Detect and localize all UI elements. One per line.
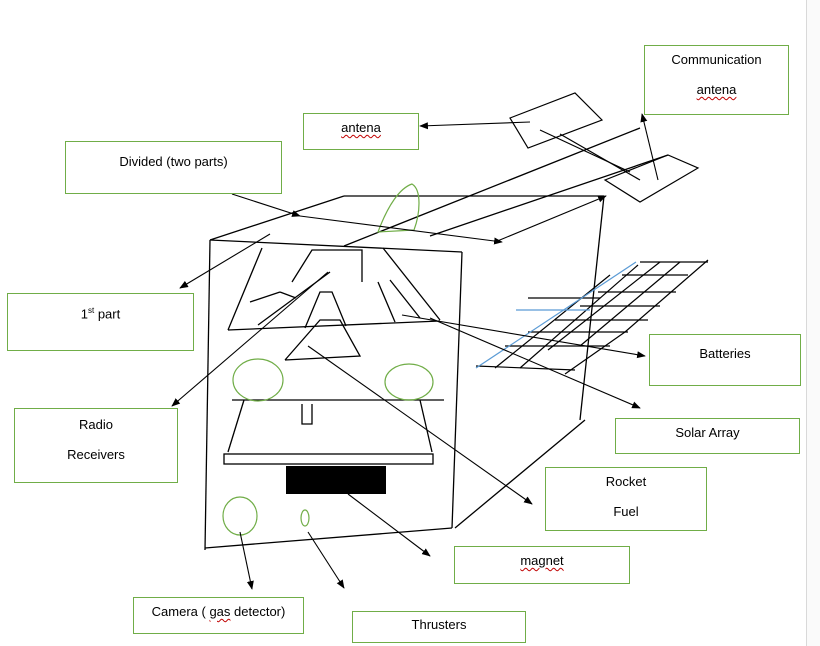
solar-array-blue-edges: [475, 261, 637, 369]
vertical-scrollbar[interactable]: [806, 0, 820, 646]
magnet-block: [286, 466, 386, 494]
label-camera-gas-detector: Camera ( gas detector): [133, 597, 304, 634]
label-antena: antena: [303, 113, 419, 150]
leader-arrows: [171, 113, 659, 590]
label-batteries: Batteries: [649, 334, 801, 386]
solar-array: [475, 259, 709, 375]
label-rocket-fuel: Rocket Fuel: [545, 467, 707, 531]
label-thrusters: Thrusters: [352, 611, 526, 643]
label-first-part: 1st part: [7, 293, 194, 351]
label-magnet: magnet: [454, 546, 630, 584]
antenna-dishes: [509, 92, 700, 203]
label-radio-receivers: Radio Receivers: [14, 408, 178, 483]
green-components: [222, 183, 434, 536]
label-divided-two-parts: Divided (two parts): [65, 141, 282, 194]
label-communication-antena: Communication antena: [644, 45, 789, 115]
label-solar-array: Solar Array: [615, 418, 800, 454]
